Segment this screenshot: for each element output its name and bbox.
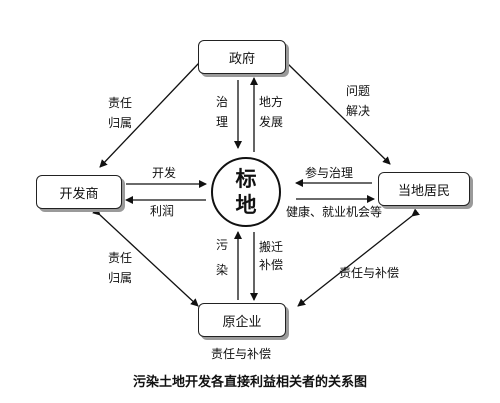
residents-label: 当地居民 <box>397 183 450 199</box>
edge-label-pollution: 污 染 <box>216 238 229 277</box>
developer-node: 开发商 <box>36 175 122 209</box>
edge-label-develop: 开发 <box>152 166 177 180</box>
edge-label-responsibility-compensation-bottom: 责任与补偿 <box>211 347 272 361</box>
edge-label-responsibility-bottom-left: 责任 归属 <box>108 251 133 285</box>
residents-node: 当地居民 <box>378 172 470 206</box>
arrow-government-developer <box>99 56 206 168</box>
edge-label-responsibility-top-left: 责任 归属 <box>108 96 133 130</box>
target-land-node: 标 地 <box>211 157 281 227</box>
edge-label-health-employment: 健康、就业机会等 <box>286 205 383 219</box>
edge-label-problem-solving: 问题 解决 <box>346 84 371 118</box>
edge-label-profit: 利润 <box>150 204 175 218</box>
edge-label-participate-governance: 参与治理 <box>305 166 354 180</box>
arrow-residents-enterprise <box>297 208 420 307</box>
government-node: 政府 <box>198 40 286 74</box>
arrow-government-residents <box>280 56 391 165</box>
original-enterprise-node: 原企业 <box>198 303 286 337</box>
edge-label-govern: 治 理 <box>216 95 229 129</box>
edge-label-relocation-compensation: 搬迁 补偿 <box>259 240 284 272</box>
diagram-caption: 污染土地开发各直接利益相关者的关系图 <box>132 375 367 390</box>
government-label: 政府 <box>228 51 255 67</box>
arrow-developer-enterprise <box>92 207 199 307</box>
target-land-char-2: 地 <box>235 193 257 217</box>
developer-label: 开发商 <box>59 186 99 202</box>
original-enterprise-label: 原企业 <box>222 314 262 330</box>
target-land-char-1: 标 <box>235 167 257 191</box>
edge-label-responsibility-compensation-right: 责任与补偿 <box>339 266 400 280</box>
edge-label-local-development: 地方 发展 <box>259 95 284 129</box>
